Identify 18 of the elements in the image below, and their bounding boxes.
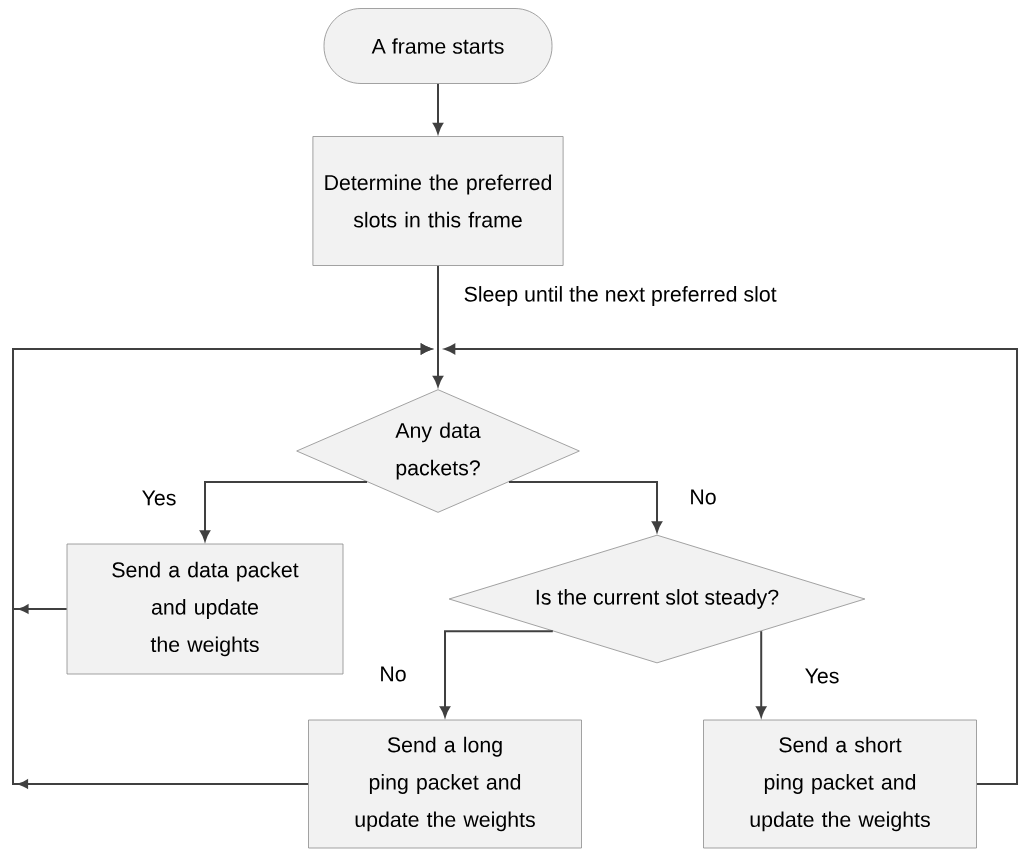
arrow: [444, 343, 1018, 785]
process-box: Send a long ping packet and update the weights: [308, 719, 582, 849]
arrow: [432, 264, 444, 387]
edge-label: Yes: [803, 667, 841, 685]
arrow: [12, 343, 432, 789]
edge-label: Sleep until the next preferred slot: [462, 284, 778, 308]
arrow: [756, 630, 767, 718]
arrow: [507, 480, 663, 533]
arrow: [439, 630, 554, 718]
process-box: Send a short ping packet and update the weights: [703, 719, 977, 849]
terminal-box: A frame starts: [323, 8, 553, 84]
process-box: Determine the preferred slots in this frame: [312, 136, 564, 266]
process-box: Send a data packet and update the weights: [66, 543, 344, 675]
edge-label: No: [688, 488, 718, 506]
arrow: [199, 480, 369, 542]
arrow: [432, 82, 444, 134]
edge-label: No: [378, 665, 408, 683]
edge-label: Yes: [140, 489, 178, 507]
